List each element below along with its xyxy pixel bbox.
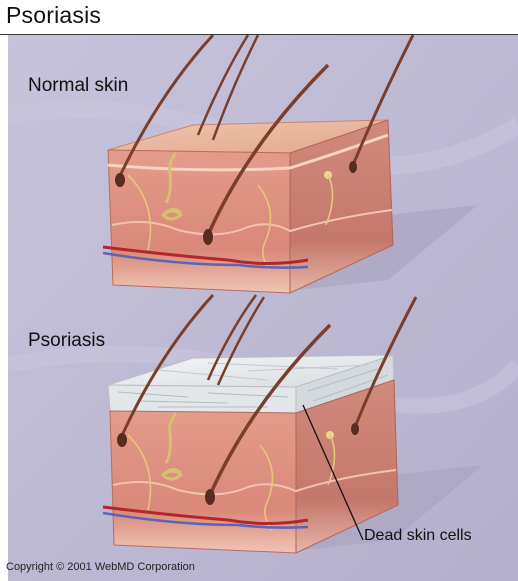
copyright-notice: Copyright © 2001 WebMD Corporation bbox=[6, 561, 195, 573]
illustration-panel: Normal skin Psoriasis Dead skin cells bbox=[8, 35, 518, 581]
normal-skin-label: Normal skin bbox=[28, 75, 128, 97]
dead-skin-cells-label: Dead skin cells bbox=[364, 527, 472, 545]
psoriasis-label: Psoriasis bbox=[28, 330, 105, 352]
page-title: Psoriasis bbox=[6, 2, 101, 29]
skin-diagram bbox=[8, 35, 518, 581]
